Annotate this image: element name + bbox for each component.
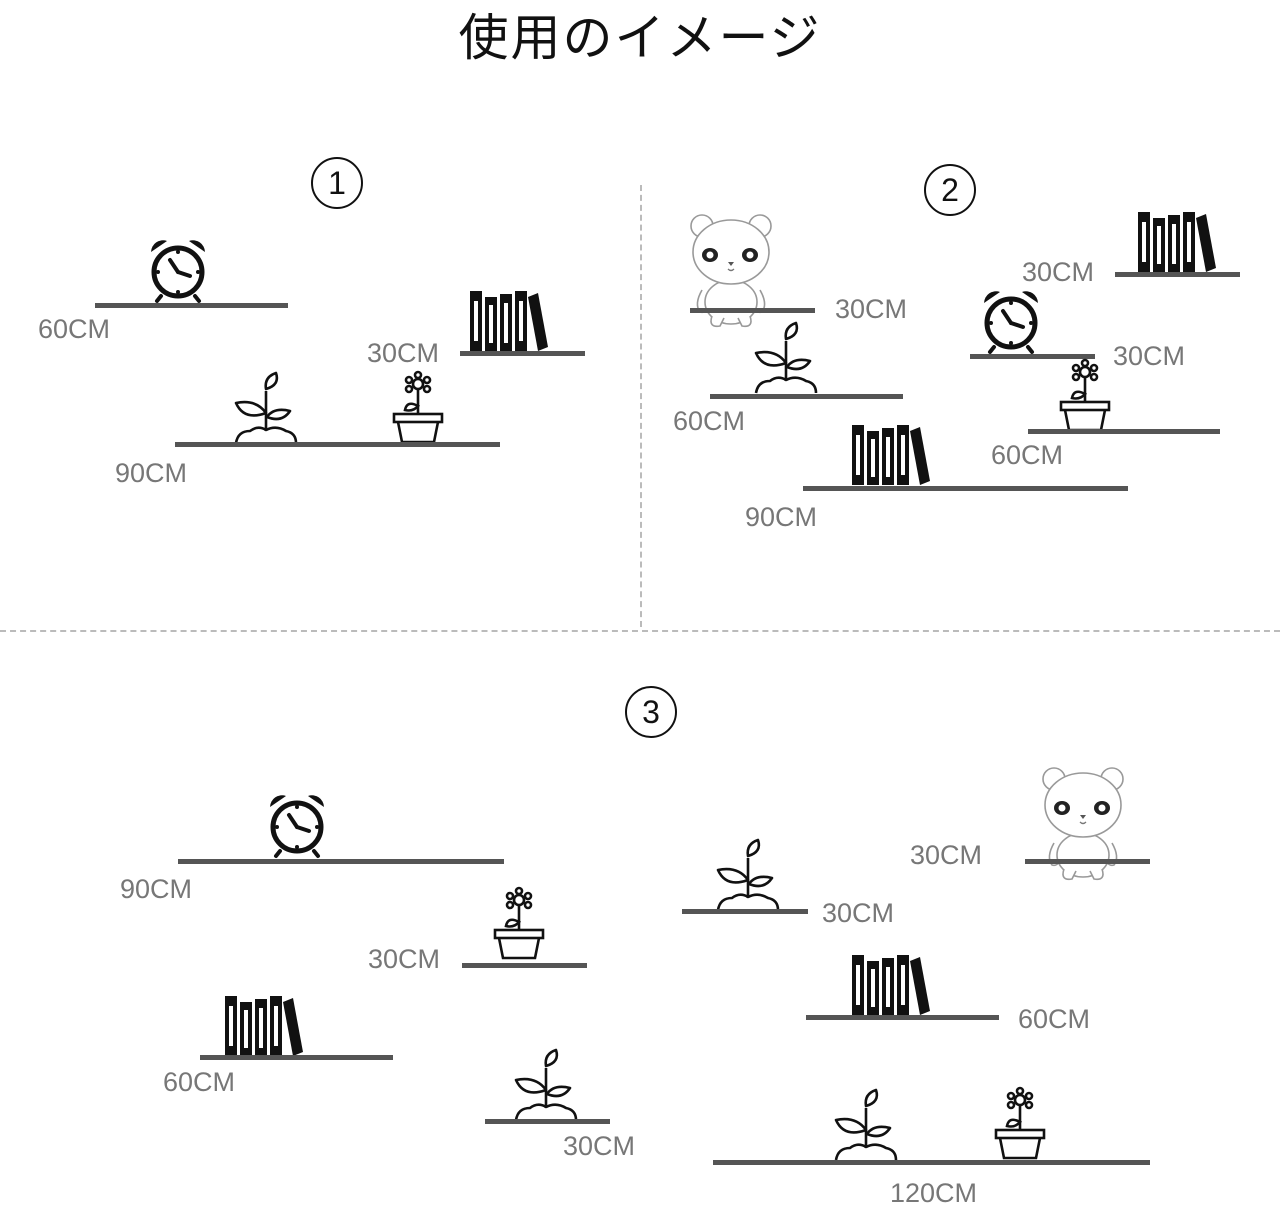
plant-icon [750,321,820,397]
plant-icon [510,1048,580,1124]
shelf-length-label: 30CM [1113,341,1186,371]
plant-icon [230,371,300,447]
plant-icon [830,1088,900,1164]
shelf-length-label: 90CM [120,874,193,904]
flower-pot-icon [1059,358,1111,436]
section-number-2: 2 [924,164,976,216]
shelf [690,308,815,313]
flower-pot-icon [493,886,545,964]
shelf [462,963,587,968]
shelf [485,1119,610,1124]
shelf [803,486,1128,491]
books-icon [470,291,548,355]
shelf [200,1055,393,1060]
section-number-1: 1 [311,157,363,209]
shelf [713,1160,1150,1165]
panda-icon [688,212,774,332]
shelf-length-label: 30CM [822,898,895,928]
books-icon [852,955,930,1019]
shelf-length-label: 60CM [991,440,1064,470]
clock-icon [145,236,211,306]
shelf [95,303,288,308]
shelf [1028,429,1220,434]
shelf-length-label: 30CM [835,294,908,324]
shelf [1025,859,1150,864]
books-icon [1138,212,1216,276]
shelf-length-label: 30CM [367,338,440,368]
flower-pot-icon [994,1086,1046,1164]
shelf-length-label: 90CM [115,458,188,488]
clock-icon [264,791,330,861]
panda-icon [1040,765,1126,885]
shelf-length-label: 30CM [1022,257,1095,287]
flower-pot-icon [392,370,444,448]
vertical-divider [640,185,642,627]
shelf [682,909,808,914]
shelf-length-label: 60CM [163,1067,236,1097]
shelf-length-label: 120CM [890,1178,978,1208]
page-title: 使用のイメージ [458,9,822,67]
shelf [460,351,585,356]
clock-icon [978,287,1044,357]
shelf-length-label: 60CM [673,406,746,436]
shelf [970,354,1095,359]
plant-icon [712,838,782,914]
shelf-length-label: 30CM [910,840,983,870]
shelf-length-label: 30CM [563,1131,636,1161]
horizontal-divider [0,630,1280,632]
shelf [710,394,903,399]
shelf-length-label: 30CM [368,944,441,974]
shelf-length-label: 60CM [38,314,111,344]
books-icon [852,425,930,489]
shelf [806,1015,999,1020]
shelf-length-label: 60CM [1018,1004,1091,1034]
shelf-length-label: 90CM [745,502,818,532]
section-number-3: 3 [625,686,677,738]
books-icon [225,996,303,1060]
shelf [178,859,504,864]
shelf [175,442,500,447]
shelf [1115,272,1240,277]
